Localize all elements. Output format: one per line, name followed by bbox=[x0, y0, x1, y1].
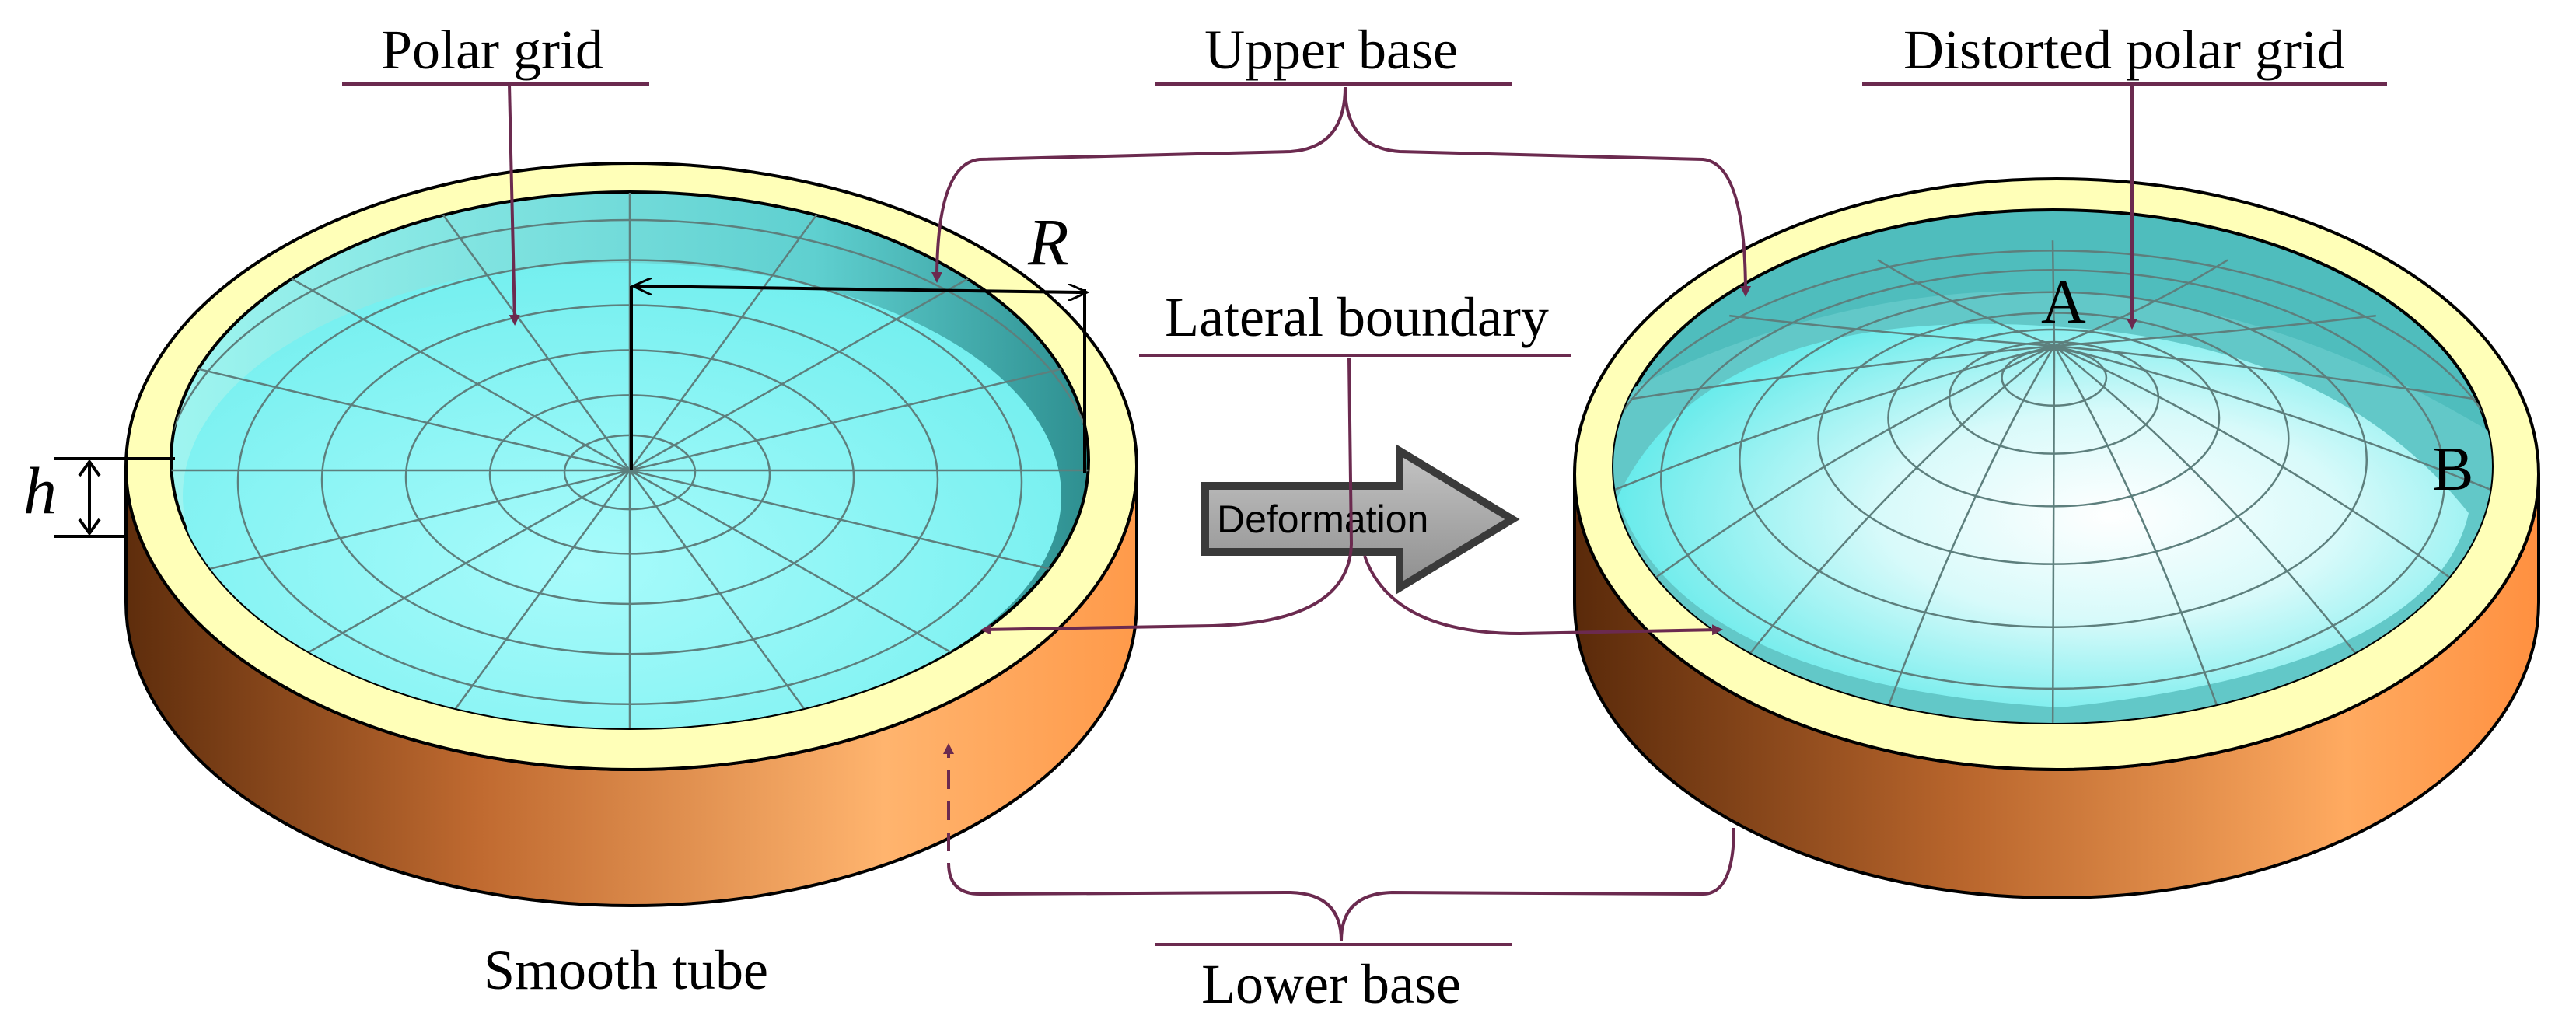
dome-surface bbox=[1617, 323, 2469, 707]
distorted-grid-spoke bbox=[1729, 314, 2055, 347]
grid-spoke bbox=[282, 273, 631, 472]
grid-spoke bbox=[441, 470, 631, 728]
distorted-grid-spoke bbox=[1630, 344, 2055, 400]
radius-arrow bbox=[634, 286, 1082, 292]
grid-spoke bbox=[629, 273, 977, 472]
distorted-grid-spoke bbox=[2053, 345, 2229, 723]
grid-spoke bbox=[629, 469, 1083, 578]
point-a-label: A bbox=[2041, 268, 2086, 337]
water-surface-left bbox=[183, 263, 1061, 728]
smooth-tube-cylinder bbox=[54, 162, 1138, 907]
distorted-grid-spoke bbox=[2053, 314, 2376, 347]
distorted-grid-spoke bbox=[2053, 344, 2476, 400]
grid-spoke bbox=[628, 470, 819, 728]
grid-spoke bbox=[177, 363, 631, 472]
grid-spoke bbox=[629, 469, 977, 668]
distorted-polar-grid-label: Distorted polar grid bbox=[1903, 19, 2345, 81]
distorted-grid-spoke bbox=[2053, 259, 2228, 347]
point-b-label: B bbox=[2432, 435, 2473, 504]
distorted-grid-spoke bbox=[2053, 345, 2377, 680]
grid-spoke bbox=[628, 213, 819, 471]
distorted-polar-grid bbox=[1613, 240, 2492, 723]
height-symbol: h bbox=[23, 453, 57, 528]
distorted-grid-spoke bbox=[1877, 259, 2055, 347]
grid-spoke bbox=[282, 469, 631, 668]
distorted-grid-spoke bbox=[2051, 345, 2056, 723]
grid-spoke bbox=[629, 363, 1083, 472]
smooth-tube-label: Smooth tube bbox=[484, 939, 768, 1001]
annotation-leaders bbox=[342, 82, 2387, 946]
lateral-boundary-label: Lateral boundary bbox=[1165, 286, 1549, 348]
polar-grid-label: Polar grid bbox=[381, 19, 603, 81]
lower-base-label: Lower base bbox=[1201, 953, 1461, 1015]
distorted-grid-spoke bbox=[1630, 344, 2055, 597]
radius-symbol: R bbox=[1027, 204, 1069, 279]
distorted-grid-spoke bbox=[1613, 344, 2055, 499]
grid-spoke bbox=[177, 469, 631, 578]
distorted-grid-spoke bbox=[2053, 344, 2476, 597]
grid-spoke bbox=[441, 213, 631, 471]
distorted-grid-spoke bbox=[2051, 240, 2056, 347]
deformation-arrow: Deformation bbox=[1201, 444, 1520, 595]
distorted-grid-spoke bbox=[2053, 344, 2492, 499]
deformation-label: Deformation bbox=[1217, 498, 1428, 541]
upper-base-label: Upper base bbox=[1204, 19, 1458, 81]
deformed-tube-cylinder bbox=[1573, 177, 2540, 899]
polar-grid bbox=[171, 193, 1089, 728]
distorted-grid-spoke bbox=[1728, 345, 2055, 680]
distorted-grid-spoke bbox=[1876, 345, 2056, 723]
